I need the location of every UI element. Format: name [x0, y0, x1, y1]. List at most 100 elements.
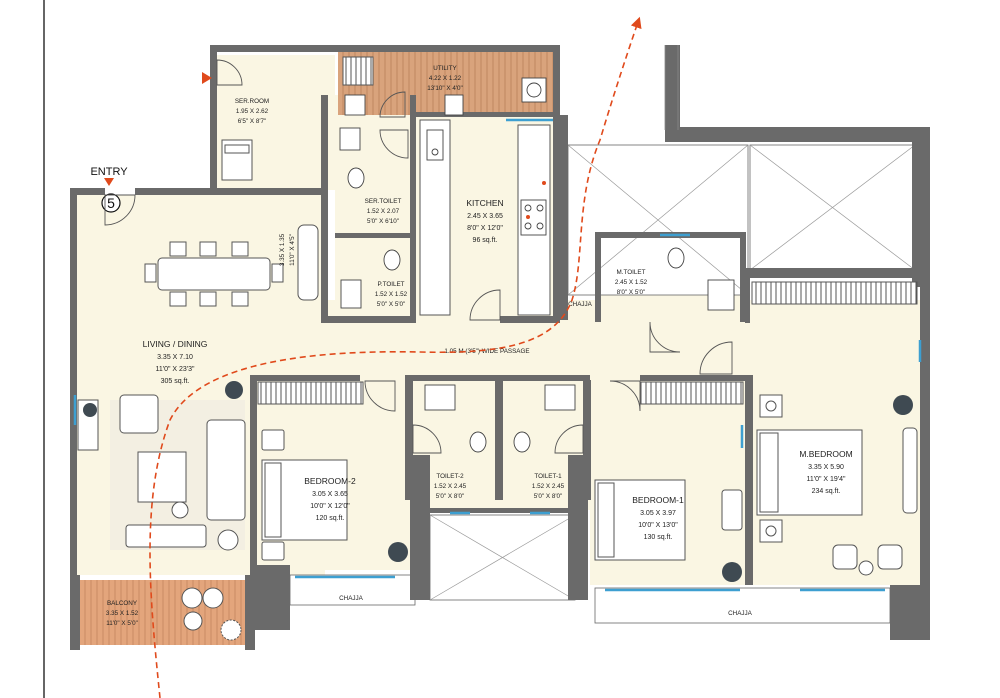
ser-toilet-door[interactable] — [379, 129, 409, 159]
kitchen-area: 96 sq.ft. — [473, 237, 498, 244]
chajja-label-bedroom-1: CHAJJA — [728, 610, 753, 617]
toilet-1-basin-icon — [544, 384, 576, 411]
dining-sideboard — [297, 224, 319, 301]
m-bedroom-dresser — [902, 427, 918, 514]
entry-door[interactable] — [104, 194, 136, 226]
living-name: LIVING / DINING — [143, 339, 208, 349]
living-dim-ft: 11'0" X 23'3" — [155, 366, 195, 373]
kitchen-point-marker-2 — [526, 215, 530, 219]
m-toilet-dim-ft: 8'0" X 5'0" — [617, 289, 646, 296]
windows — [73, 118, 922, 592]
toilet-2-dim-m: 1.52 X 2.45 — [434, 483, 467, 490]
balcony-chair — [181, 587, 203, 609]
plant-icon — [83, 403, 97, 417]
plant-icon — [722, 562, 742, 582]
bedroom-2-door[interactable] — [364, 380, 396, 412]
ser-toilet-wc-icon — [347, 167, 365, 189]
ser-room-name: SER.ROOM — [235, 98, 269, 105]
bedroom-2-pillow — [264, 462, 282, 538]
p-toilet-name: P.TOILET — [377, 281, 404, 288]
bedroom-2-name: BEDROOM-2 — [304, 476, 356, 486]
bedroom-1-dim-ft: 10'0" X 13'0" — [638, 522, 678, 529]
bedroom-2-dim-ft: 10'0" X 12'0" — [310, 503, 350, 510]
m-bedroom-dim-m: 3.35 X 5.90 — [808, 464, 844, 471]
m-bedroom-lamp — [765, 400, 777, 412]
balcony-chair-3 — [183, 611, 203, 631]
ser-room-dim-ft: 6'5" X 8'7" — [238, 118, 267, 125]
m-bedroom-chair — [832, 544, 858, 570]
toilet-1-dim-ft: 5'0" X 8'0" — [534, 493, 563, 500]
utility-door[interactable] — [379, 91, 406, 118]
entry-number: 5 — [107, 195, 115, 211]
dining-alcove-dim-m: 3.35 X 1.35 — [279, 233, 286, 266]
toilet-2-wc-icon — [469, 431, 487, 453]
m-bedroom-coffee-table — [858, 560, 874, 576]
toilet-2-door[interactable] — [412, 424, 442, 454]
kitchen-sink-drain — [431, 148, 439, 156]
hob-icon — [520, 199, 547, 236]
m-toilet-dim-m: 2.45 X 1.52 — [615, 279, 648, 286]
m-bedroom-door[interactable] — [699, 341, 733, 375]
p-toilet-wc-icon — [383, 249, 401, 271]
ser-toilet-dim-ft: 5'0" X 6'10" — [367, 218, 399, 225]
m-bedroom-name: M.BEDROOM — [799, 449, 852, 459]
m-toilet-name: M.TOILET — [617, 269, 646, 276]
bedroom-2-area: 120 sq.ft. — [316, 515, 345, 522]
kitchen-name: KITCHEN — [466, 198, 503, 208]
kitchen-dim-m: 2.45 X 3.65 — [467, 213, 503, 220]
entry-number-circle — [101, 193, 121, 213]
plant-icon — [225, 381, 243, 399]
m-bedroom-pillow — [759, 432, 779, 513]
bedroom-1-door[interactable] — [609, 380, 641, 412]
entry-label: ENTRY — [90, 166, 128, 178]
ser-toilet-name: SER.TOILET — [365, 198, 402, 205]
chajja-label-bedroom-2: CHAJJA — [339, 595, 364, 602]
kitchen-point-marker — [542, 181, 546, 185]
hob-burner-icon — [536, 204, 544, 212]
utility-sink-2-icon — [444, 94, 464, 116]
bedroom-2-dim-m: 3.05 X 3.65 — [312, 491, 348, 498]
toilet-2-basin-icon — [424, 384, 456, 411]
p-toilet-dim-m: 1.52 X 1.52 — [375, 291, 408, 298]
toilet-1-dim-m: 1.52 X 2.45 — [532, 483, 565, 490]
passage-label: 1.05 M (3'5") WIDE PASSAGE — [444, 348, 529, 355]
m-toilet-door[interactable] — [649, 321, 681, 353]
m-bedroom-area: 234 sq.ft. — [812, 488, 841, 495]
walls — [70, 45, 930, 650]
plant-icon — [388, 542, 408, 562]
toilet-2-dim-ft: 5'0" X 8'0" — [436, 493, 465, 500]
toilet-1-name: TOILET-1 — [534, 473, 562, 480]
balcony-dim-m: 3.35 X 1.52 — [106, 610, 139, 617]
balcony-table-icon — [220, 619, 242, 641]
hob-burner-icon — [524, 204, 532, 212]
balcony-dim-ft: 11'0" X 5'0" — [106, 620, 138, 627]
living-sofa-set — [77, 394, 246, 551]
hob-burner-icon — [524, 222, 532, 230]
m-toilet-basin-icon — [707, 279, 735, 311]
wardrobes — [257, 56, 918, 405]
balcony-name: BALCONY — [107, 600, 138, 607]
m-toilet-wc-icon — [667, 247, 685, 269]
ser-toilet-dim-m: 1.52 X 2.07 — [367, 208, 400, 215]
utility-name: UTILITY — [433, 65, 457, 72]
bedroom-1-area: 130 sq.ft. — [644, 534, 673, 541]
entry-marker-icon — [104, 178, 114, 186]
utility-dim-m: 4.22 X 1.22 — [429, 75, 462, 82]
kitchen-sink-icon — [426, 129, 444, 161]
plant-icon — [893, 395, 913, 415]
service-room-door[interactable] — [216, 59, 243, 86]
dining-alcove-dim-ft: 11'0" X 4'5" — [289, 234, 296, 266]
p-toilet-dim-ft: 5'0" X 5'0" — [377, 301, 406, 308]
circulation-path-arrow — [149, 16, 642, 698]
bedroom-1-name: BEDROOM-1 — [632, 495, 684, 505]
toilet-1-door[interactable] — [554, 424, 584, 454]
living-dim-m: 3.35 X 7.10 — [157, 354, 193, 361]
utility-dim-ft: 13'10" X 4'0" — [427, 85, 463, 92]
bedroom-2-side-table — [261, 429, 285, 451]
dining-table — [144, 241, 284, 307]
kitchen-door[interactable] — [469, 289, 501, 321]
p-toilet-basin-icon — [340, 279, 362, 309]
kitchen-dim-ft: 8'0" X 12'0" — [467, 225, 503, 232]
balcony-chair-2 — [202, 587, 224, 609]
